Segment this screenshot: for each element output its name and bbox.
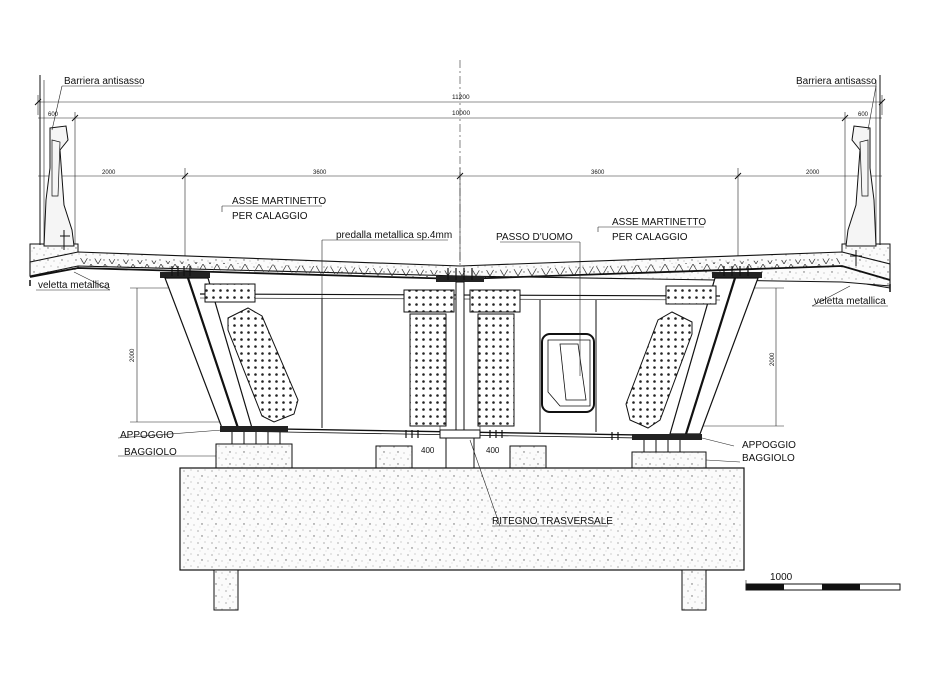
jack-axis-left-label-line1: ASSE MARTINETTO: [232, 196, 326, 207]
dim-height-right: 2000: [770, 352, 776, 366]
bearing-right-label: APPOGGIO: [742, 440, 796, 451]
dim-span-right: 2000: [806, 170, 820, 176]
plinth-left-label: BAGGIOLO: [124, 447, 177, 458]
dim-span-left: 2000: [102, 170, 116, 176]
dim-height-left: 2000: [130, 348, 136, 362]
plinth-right-label: BAGGIOLO: [742, 453, 795, 464]
transverse-restraint-label: RITEGNO TRASVERSALE: [492, 516, 613, 527]
bolted-plates: [171, 266, 749, 440]
labels: Barriera antisasso Barriera antisasso AS…: [38, 76, 886, 527]
jack-axis-right-label-line1: ASSE MARTINETTO: [612, 217, 706, 228]
dim-side-right: 600: [858, 112, 869, 118]
leader-lines: [36, 85, 888, 527]
plinths: [215, 437, 707, 469]
dim-span-center-left: 3600: [313, 170, 327, 176]
formwork-label: predalla metallica sp.4mm: [336, 230, 452, 241]
steel-girders: [160, 272, 762, 440]
dim-side-left: 600: [48, 112, 59, 118]
barrier-left-label: Barriera antisasso: [64, 76, 145, 87]
barrier-right-label: Barriera antisasso: [796, 76, 877, 87]
jack-axis-left-label-line2: PER CALAGGIO: [232, 211, 308, 222]
dim-carriageway: 10000: [452, 110, 470, 117]
scale-bar: 1000: [745, 572, 901, 591]
barrier-right: [845, 75, 881, 266]
bearings: [220, 426, 702, 452]
edge-right-label: veletta metallica: [814, 296, 886, 307]
dim-gap-right: 400: [486, 446, 500, 455]
jack-axis-right-label-line2: PER CALAGGIO: [612, 232, 688, 243]
bearing-left-label: APPOGGIO: [120, 430, 174, 441]
pier-cap: [179, 467, 745, 611]
scale-bar-label: 1000: [770, 572, 793, 583]
edge-left-label: veletta metallica: [38, 280, 110, 291]
dim-gap-left: 400: [421, 446, 435, 455]
manhole-opening: [541, 333, 595, 413]
barrier-left: [39, 75, 75, 250]
dim-span-center-right: 3600: [591, 170, 605, 176]
dim-total-width: 11200: [452, 94, 470, 101]
manhole-label: PASSO D'UOMO: [496, 232, 573, 243]
